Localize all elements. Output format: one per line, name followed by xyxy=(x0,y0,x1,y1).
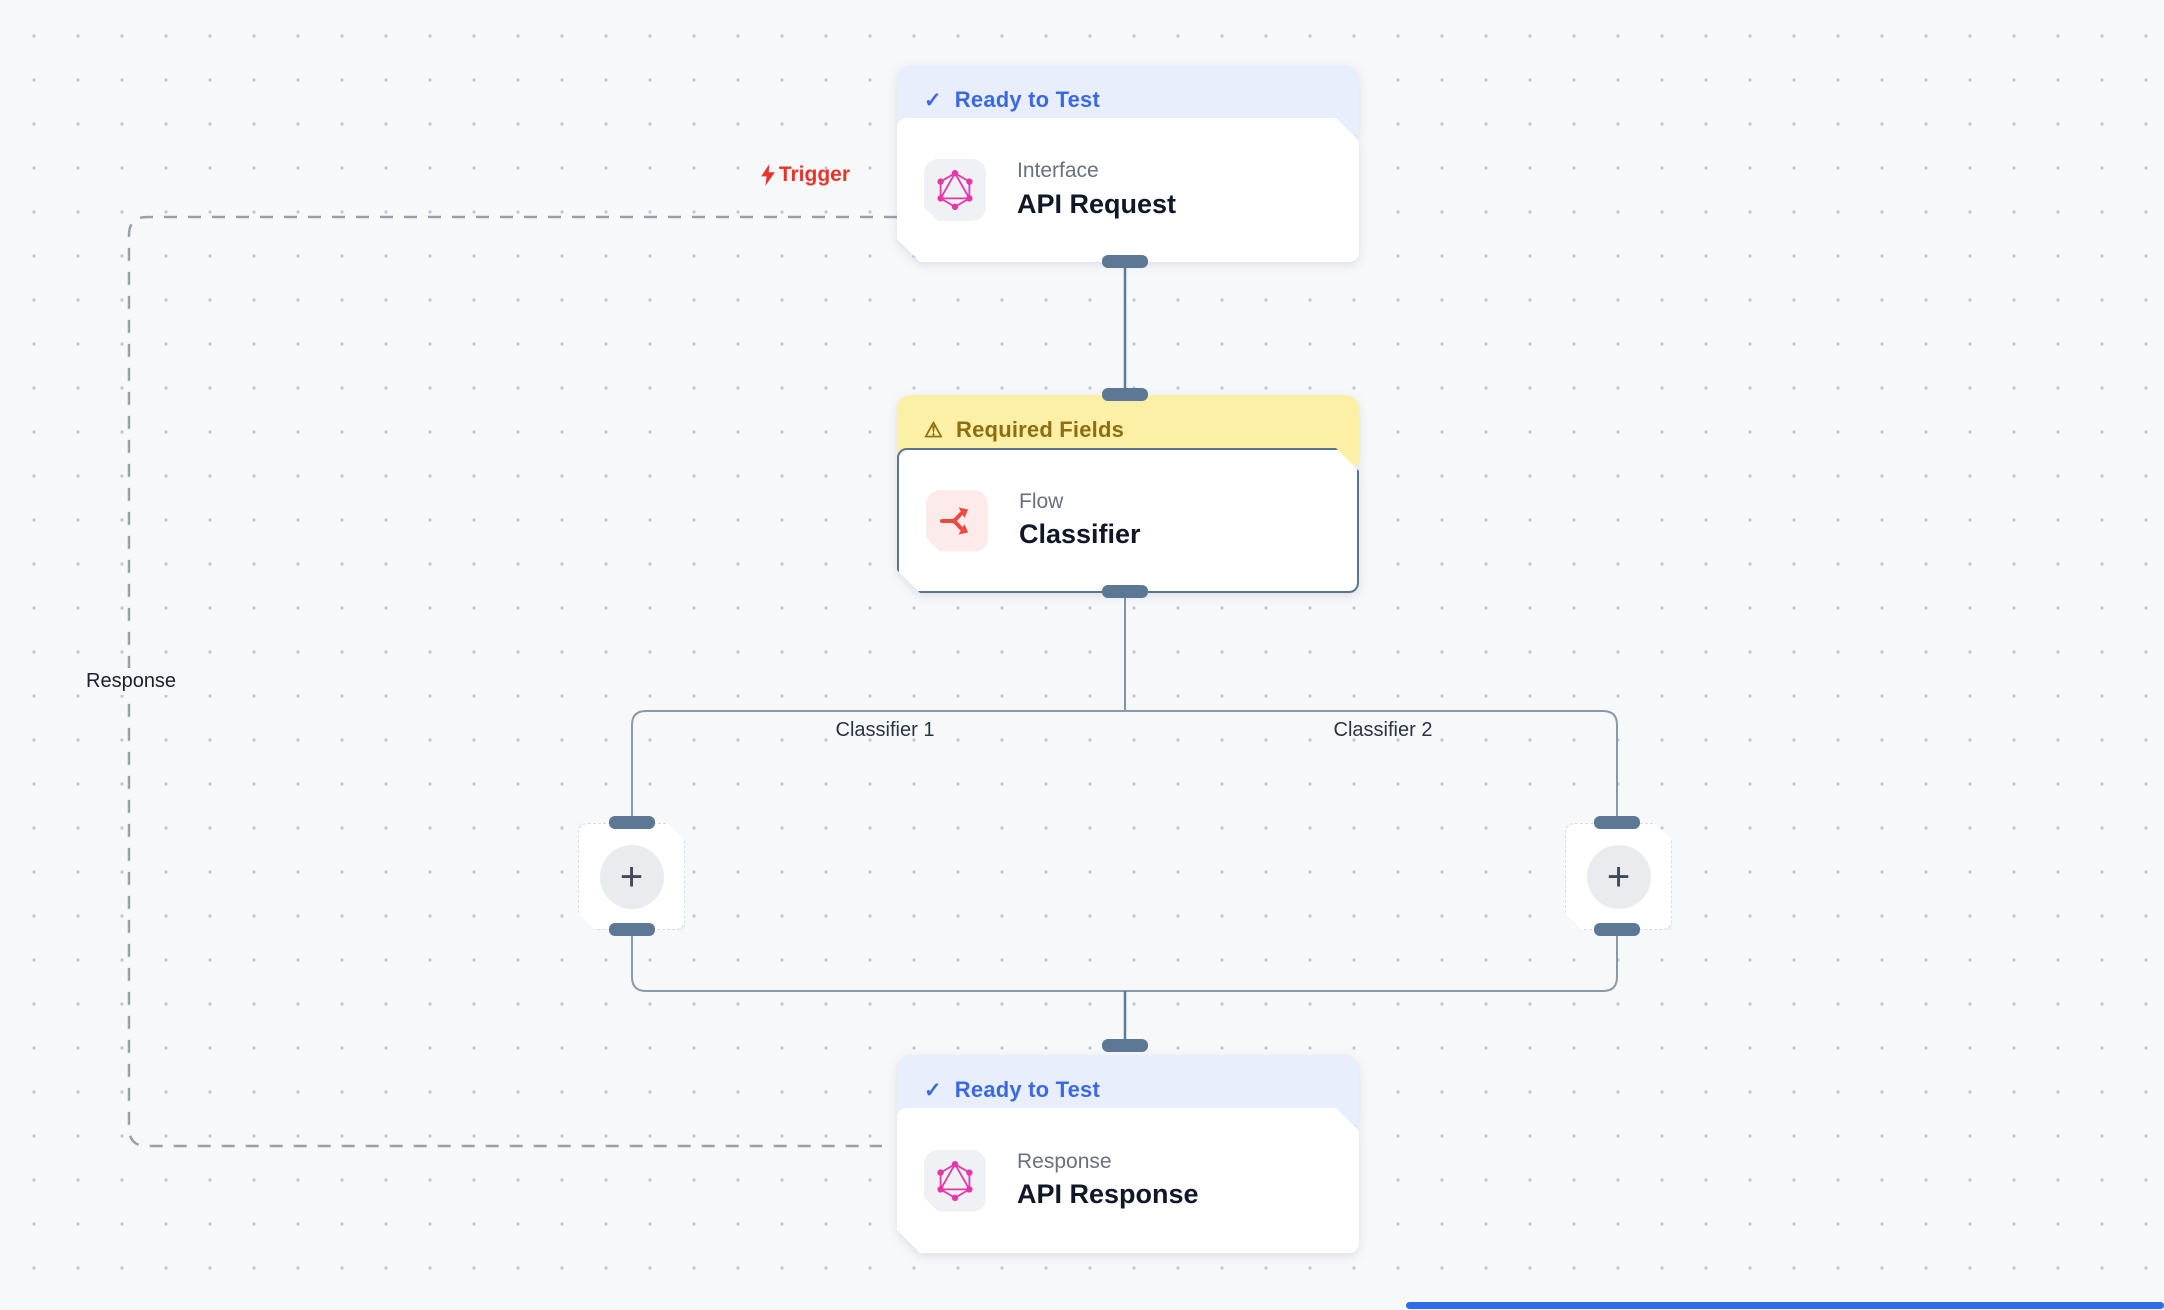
port-classifier-out[interactable] xyxy=(1102,585,1148,598)
plus-icon: + xyxy=(1606,854,1631,899)
branch-label-classifier-1: Classifier 1 xyxy=(835,719,935,741)
port-add-left-out[interactable] xyxy=(609,923,655,936)
port-classifier-in[interactable] xyxy=(1102,388,1148,401)
node-title: API Response xyxy=(1017,1179,1199,1210)
node-type-label: Response xyxy=(1017,1149,1112,1173)
port-api-request-out[interactable] xyxy=(1102,255,1148,268)
port-add-left-in[interactable] xyxy=(609,816,655,829)
plus-icon: + xyxy=(619,854,644,899)
response-label: Response xyxy=(80,668,183,695)
status-badge-label: Ready to Test xyxy=(954,1077,1101,1102)
edge-branch-split xyxy=(631,710,1618,817)
trigger-label: Trigger xyxy=(730,163,850,187)
port-api-response-in[interactable] xyxy=(1102,1039,1148,1052)
branch-label-classifier-2: Classifier 2 xyxy=(1333,719,1433,741)
port-add-right-in[interactable] xyxy=(1594,816,1640,829)
lightning-icon xyxy=(760,164,775,186)
horizontal-scrollbar[interactable] xyxy=(1406,1302,2164,1309)
node-api-request[interactable]: ✓ Ready to Test Interface xyxy=(897,65,1359,262)
node-type-label: Interface xyxy=(1017,159,1099,183)
add-step-button[interactable]: + xyxy=(1587,845,1651,909)
status-badge-label: Required Fields xyxy=(956,417,1125,442)
edge-response-loop xyxy=(127,215,897,1148)
check-icon: ✓ xyxy=(924,88,942,112)
trigger-label-text: Trigger xyxy=(778,163,850,186)
graphql-icon xyxy=(924,1150,986,1212)
node-title: API Request xyxy=(1017,188,1177,219)
add-step-node-left[interactable]: + xyxy=(578,823,685,930)
warning-icon: ⚠ xyxy=(924,418,944,442)
node-type-label: Flow xyxy=(1019,489,1064,513)
status-badge-label: Ready to Test xyxy=(954,87,1101,112)
node-card[interactable]: Flow Classifier xyxy=(897,448,1359,593)
node-classifier[interactable]: ⚠ Required Fields Flow Classifier xyxy=(897,395,1359,593)
node-card[interactable]: Interface API Request xyxy=(897,118,1359,262)
node-api-response[interactable]: ✓ Ready to Test Response xyxy=(897,1055,1359,1253)
node-title: Classifier xyxy=(1019,519,1141,550)
graphql-icon xyxy=(924,159,986,221)
port-add-right-out[interactable] xyxy=(1594,923,1640,936)
add-step-button[interactable]: + xyxy=(600,845,664,909)
add-step-node-right[interactable]: + xyxy=(1565,823,1672,930)
branch-arrows-icon xyxy=(926,490,988,552)
edge-branch-merge xyxy=(631,936,1618,992)
check-icon: ✓ xyxy=(924,1078,942,1102)
node-card[interactable]: Response API Response xyxy=(897,1108,1359,1253)
